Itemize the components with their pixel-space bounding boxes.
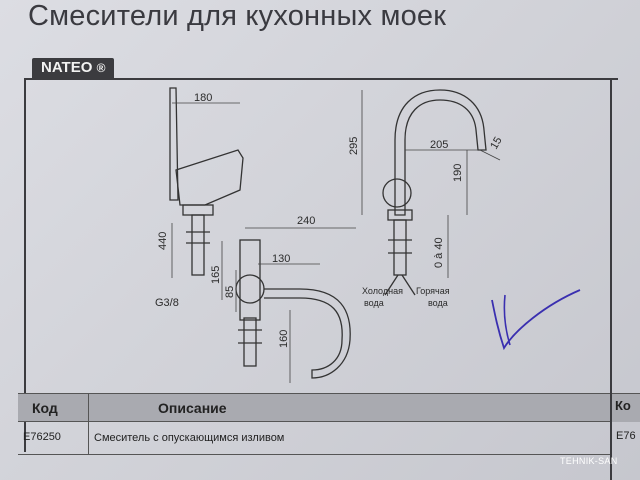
cold-water-line-2: вода <box>364 298 384 308</box>
dim-160: 160 <box>278 330 290 348</box>
panel-divider <box>610 78 612 480</box>
side-view-base <box>182 204 214 216</box>
page-title: Смесители для кухонных моек <box>28 0 447 32</box>
cold-water-line-1: Холодная <box>362 286 403 296</box>
watermark: TEHNIK-SAN <box>560 456 618 466</box>
dim-130: 130 <box>272 253 290 265</box>
dim-165: 165 <box>210 266 222 284</box>
dim-295: 295 <box>348 137 360 155</box>
brand-badge: NATEO ® <box>32 58 115 78</box>
cold-water-label: Холодная вода <box>362 286 406 308</box>
product-frame <box>24 78 618 452</box>
dim-85: 85 <box>224 286 236 298</box>
table-header: Код Описание <box>18 393 610 422</box>
brand-name: NATEO <box>41 59 93 76</box>
side-view-handle <box>169 87 179 201</box>
header-description: Описание <box>158 400 227 416</box>
registered-mark: ® <box>96 61 106 75</box>
plan-view-spout <box>264 288 351 379</box>
side-view-lever <box>175 149 244 206</box>
column-divider <box>88 394 89 422</box>
next-panel-header <box>612 393 640 422</box>
next-panel-code-header: Ко <box>615 398 631 413</box>
dim-190: 190 <box>452 164 464 182</box>
hot-water-line-2: вода <box>428 298 448 308</box>
side-view-shank <box>191 214 205 276</box>
dim-180: 180 <box>194 92 212 104</box>
dim-205: 205 <box>430 139 448 151</box>
column-divider <box>88 422 89 454</box>
table-row: E76250 Смеситель с опускающимся изливом <box>18 421 610 455</box>
front-view-spout <box>394 89 487 216</box>
next-panel-row-code: E76 <box>616 430 636 442</box>
front-view-knob <box>382 178 412 208</box>
dim-440: 440 <box>157 232 169 250</box>
dim-range: 0 à 40 <box>433 237 445 268</box>
hot-water-label: Горячая вода <box>416 286 452 308</box>
dim-240: 240 <box>297 215 315 227</box>
row-description: Смеситель с опускающимся изливом <box>94 432 285 444</box>
dim-thread: G3/8 <box>155 297 179 309</box>
plan-view-column <box>239 239 261 321</box>
header-code: Код <box>32 400 58 416</box>
plan-view-shank <box>243 317 257 367</box>
hot-water-line-1: Горячая <box>416 286 450 296</box>
row-code: E76250 <box>23 431 61 443</box>
dim-angle-15: 15 <box>488 135 505 152</box>
handwritten-mark <box>491 289 581 351</box>
front-view-shank <box>393 219 407 276</box>
